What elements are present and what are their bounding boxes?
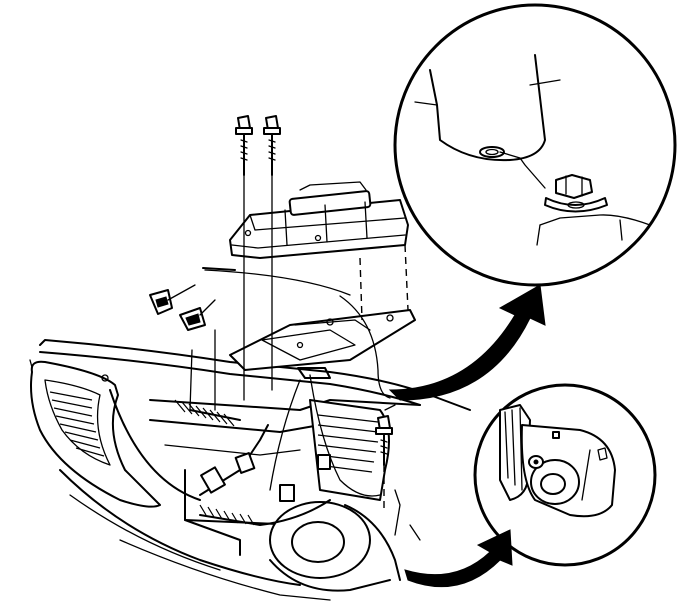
bolt-center	[263, 115, 281, 391]
detail-view-connector	[473, 383, 657, 567]
detail-view-bolt-hole	[393, 3, 677, 287]
control-module	[229, 181, 409, 321]
curved-arrow-upper	[388, 284, 546, 401]
bolt-left	[235, 115, 253, 401]
clip-right	[179, 299, 216, 411]
bolt-right	[375, 415, 393, 510]
instrument-panel-assembly	[29, 339, 471, 601]
mounting-bracket	[202, 267, 416, 399]
clip-left	[149, 284, 196, 411]
curved-arrow-lower	[404, 529, 513, 588]
vent-grille-left	[49, 391, 105, 457]
